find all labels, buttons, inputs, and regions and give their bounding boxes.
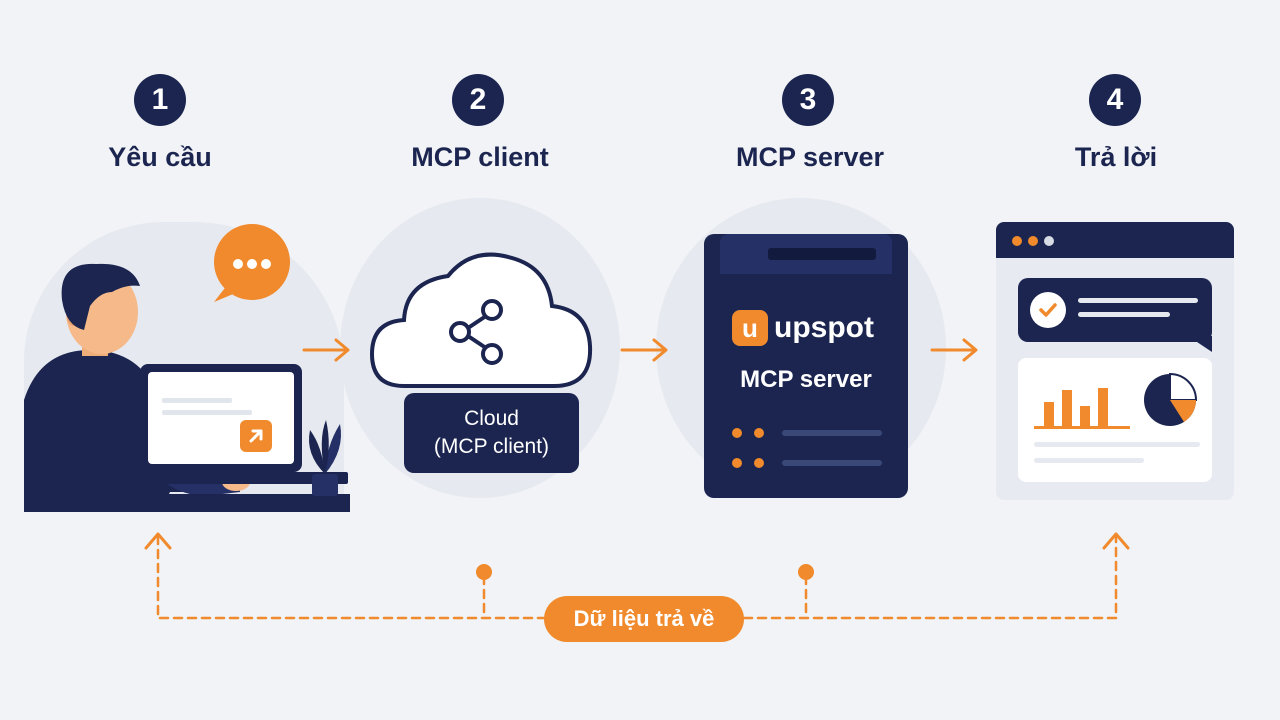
arrow-up-icon: [144, 532, 172, 550]
flow-node: [798, 564, 814, 580]
external-link-icon: [240, 420, 272, 452]
server-led: [754, 458, 764, 468]
server-led: [732, 428, 742, 438]
response-message-card: [1018, 278, 1212, 342]
arrow-right-icon: [302, 338, 350, 362]
step-number-4: 4: [1089, 74, 1141, 126]
window-dot: [1044, 236, 1054, 246]
server-status-line: [782, 430, 882, 436]
flow-node: [476, 564, 492, 580]
share-icon: [449, 299, 503, 365]
step-label-3: MCP server: [735, 142, 885, 172]
arrow-right-icon: [930, 338, 978, 362]
message-tail: [1188, 336, 1212, 352]
step-label-2: MCP client: [411, 142, 549, 172]
return-data-label: Dữ liệu trả về: [544, 596, 744, 642]
window-dot: [1028, 236, 1038, 246]
brand-name: upspot: [774, 311, 874, 344]
pie-chart-icon: [1144, 372, 1198, 426]
server-slot: [768, 248, 876, 260]
arrow-right-icon: [620, 338, 668, 362]
cloud-label: Cloud: [464, 407, 519, 430]
report-card: [1018, 358, 1212, 482]
server-top: [720, 234, 892, 274]
step-label-4: Trả lời: [1074, 142, 1158, 172]
server-caption: MCP server: [740, 366, 872, 393]
chat-bubble-icon: [214, 224, 290, 302]
message-line: [1078, 298, 1198, 303]
step-label-1: Yêu cầu: [108, 142, 212, 172]
check-icon: [1030, 292, 1066, 328]
server-led: [732, 458, 742, 468]
window-dot: [1012, 236, 1022, 246]
step-number-3: 3: [782, 74, 834, 126]
arrow-up-icon: [1102, 532, 1130, 550]
bar-chart-icon: [1034, 388, 1130, 429]
cloud-sublabel: (MCP client): [433, 435, 550, 458]
report-line: [1034, 442, 1200, 447]
mcp-server-box: u upspot MCP server: [704, 234, 908, 498]
cloud-mcp-client-box: Cloud (MCP client): [404, 393, 579, 473]
server-led: [754, 428, 764, 438]
step-number-2: 2: [452, 74, 504, 126]
brand-mark: u: [732, 310, 768, 346]
server-status-line: [782, 460, 882, 466]
step-number-1: 1: [134, 74, 186, 126]
report-line: [1034, 458, 1144, 463]
window-title-bar: [996, 222, 1234, 258]
upspot-logo: u upspot: [732, 310, 874, 346]
message-line: [1078, 312, 1170, 317]
